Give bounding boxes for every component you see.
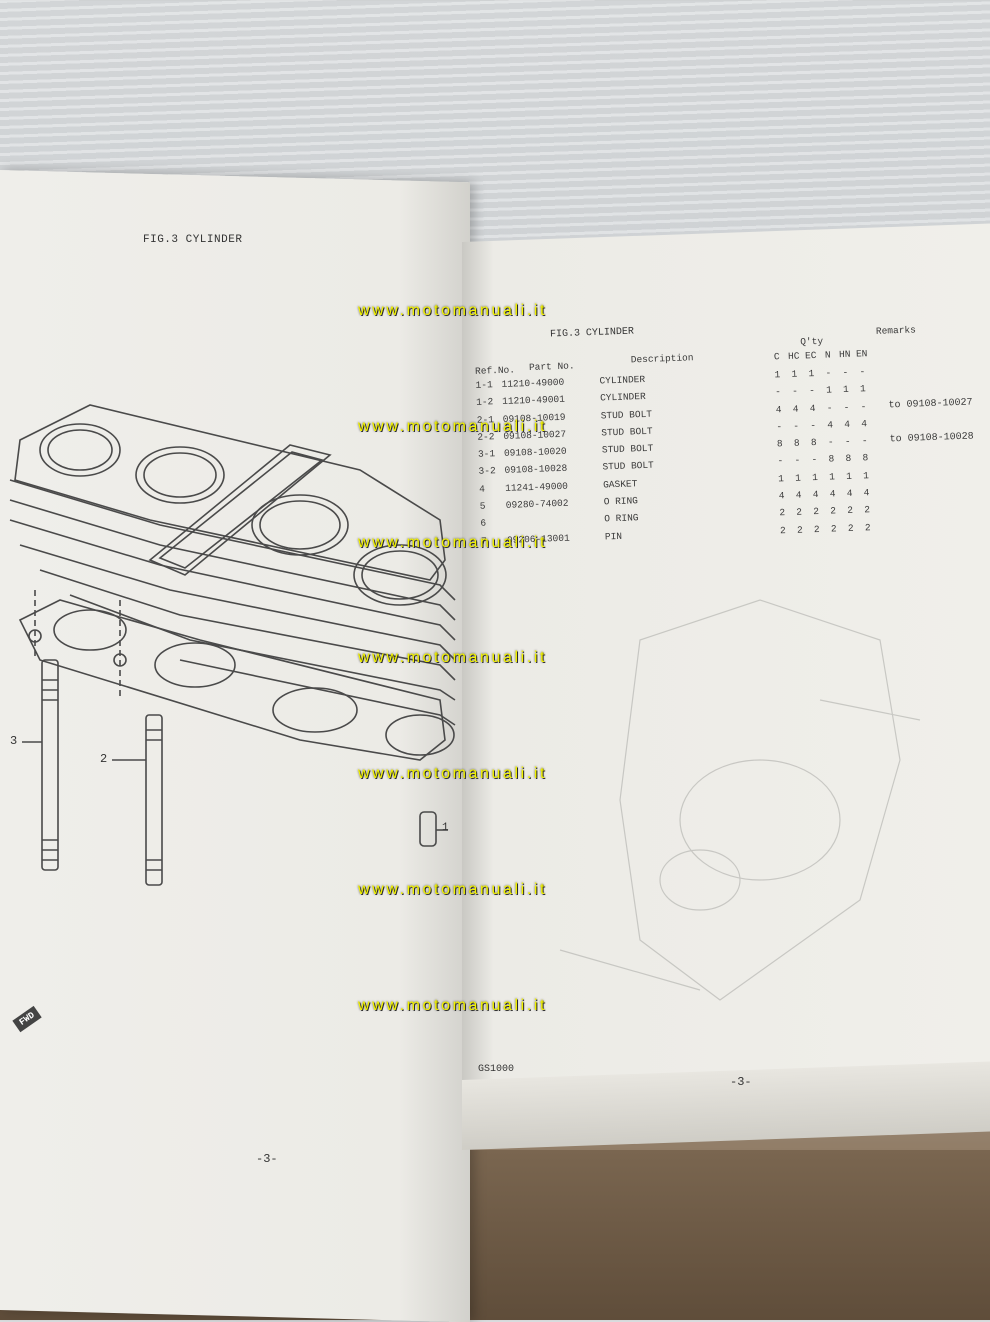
model-label: GS1000 (478, 1064, 515, 1075)
right-page-number: -3- (730, 1075, 752, 1089)
left-figure-title: FIG.3 CYLINDER (143, 234, 243, 246)
watermark-text: www.motomanuali.it (358, 997, 548, 1014)
watermark-text: www.motomanuali.it (358, 765, 548, 782)
watermark-text: www.motomanuali.it (358, 418, 548, 435)
callout-stud-bolt-2: 2 (100, 752, 108, 766)
watermark-text: www.motomanuali.it (358, 534, 548, 551)
callout-pin-1: 1 (442, 822, 449, 834)
callout-stud-bolt-3: 3 (10, 734, 18, 748)
watermark-text: www.motomanuali.it (358, 649, 548, 666)
left-page-number: -3- (256, 1152, 278, 1166)
watermark-text: www.motomanuali.it (358, 302, 548, 319)
watermark-text: www.motomanuali.it (358, 881, 548, 898)
